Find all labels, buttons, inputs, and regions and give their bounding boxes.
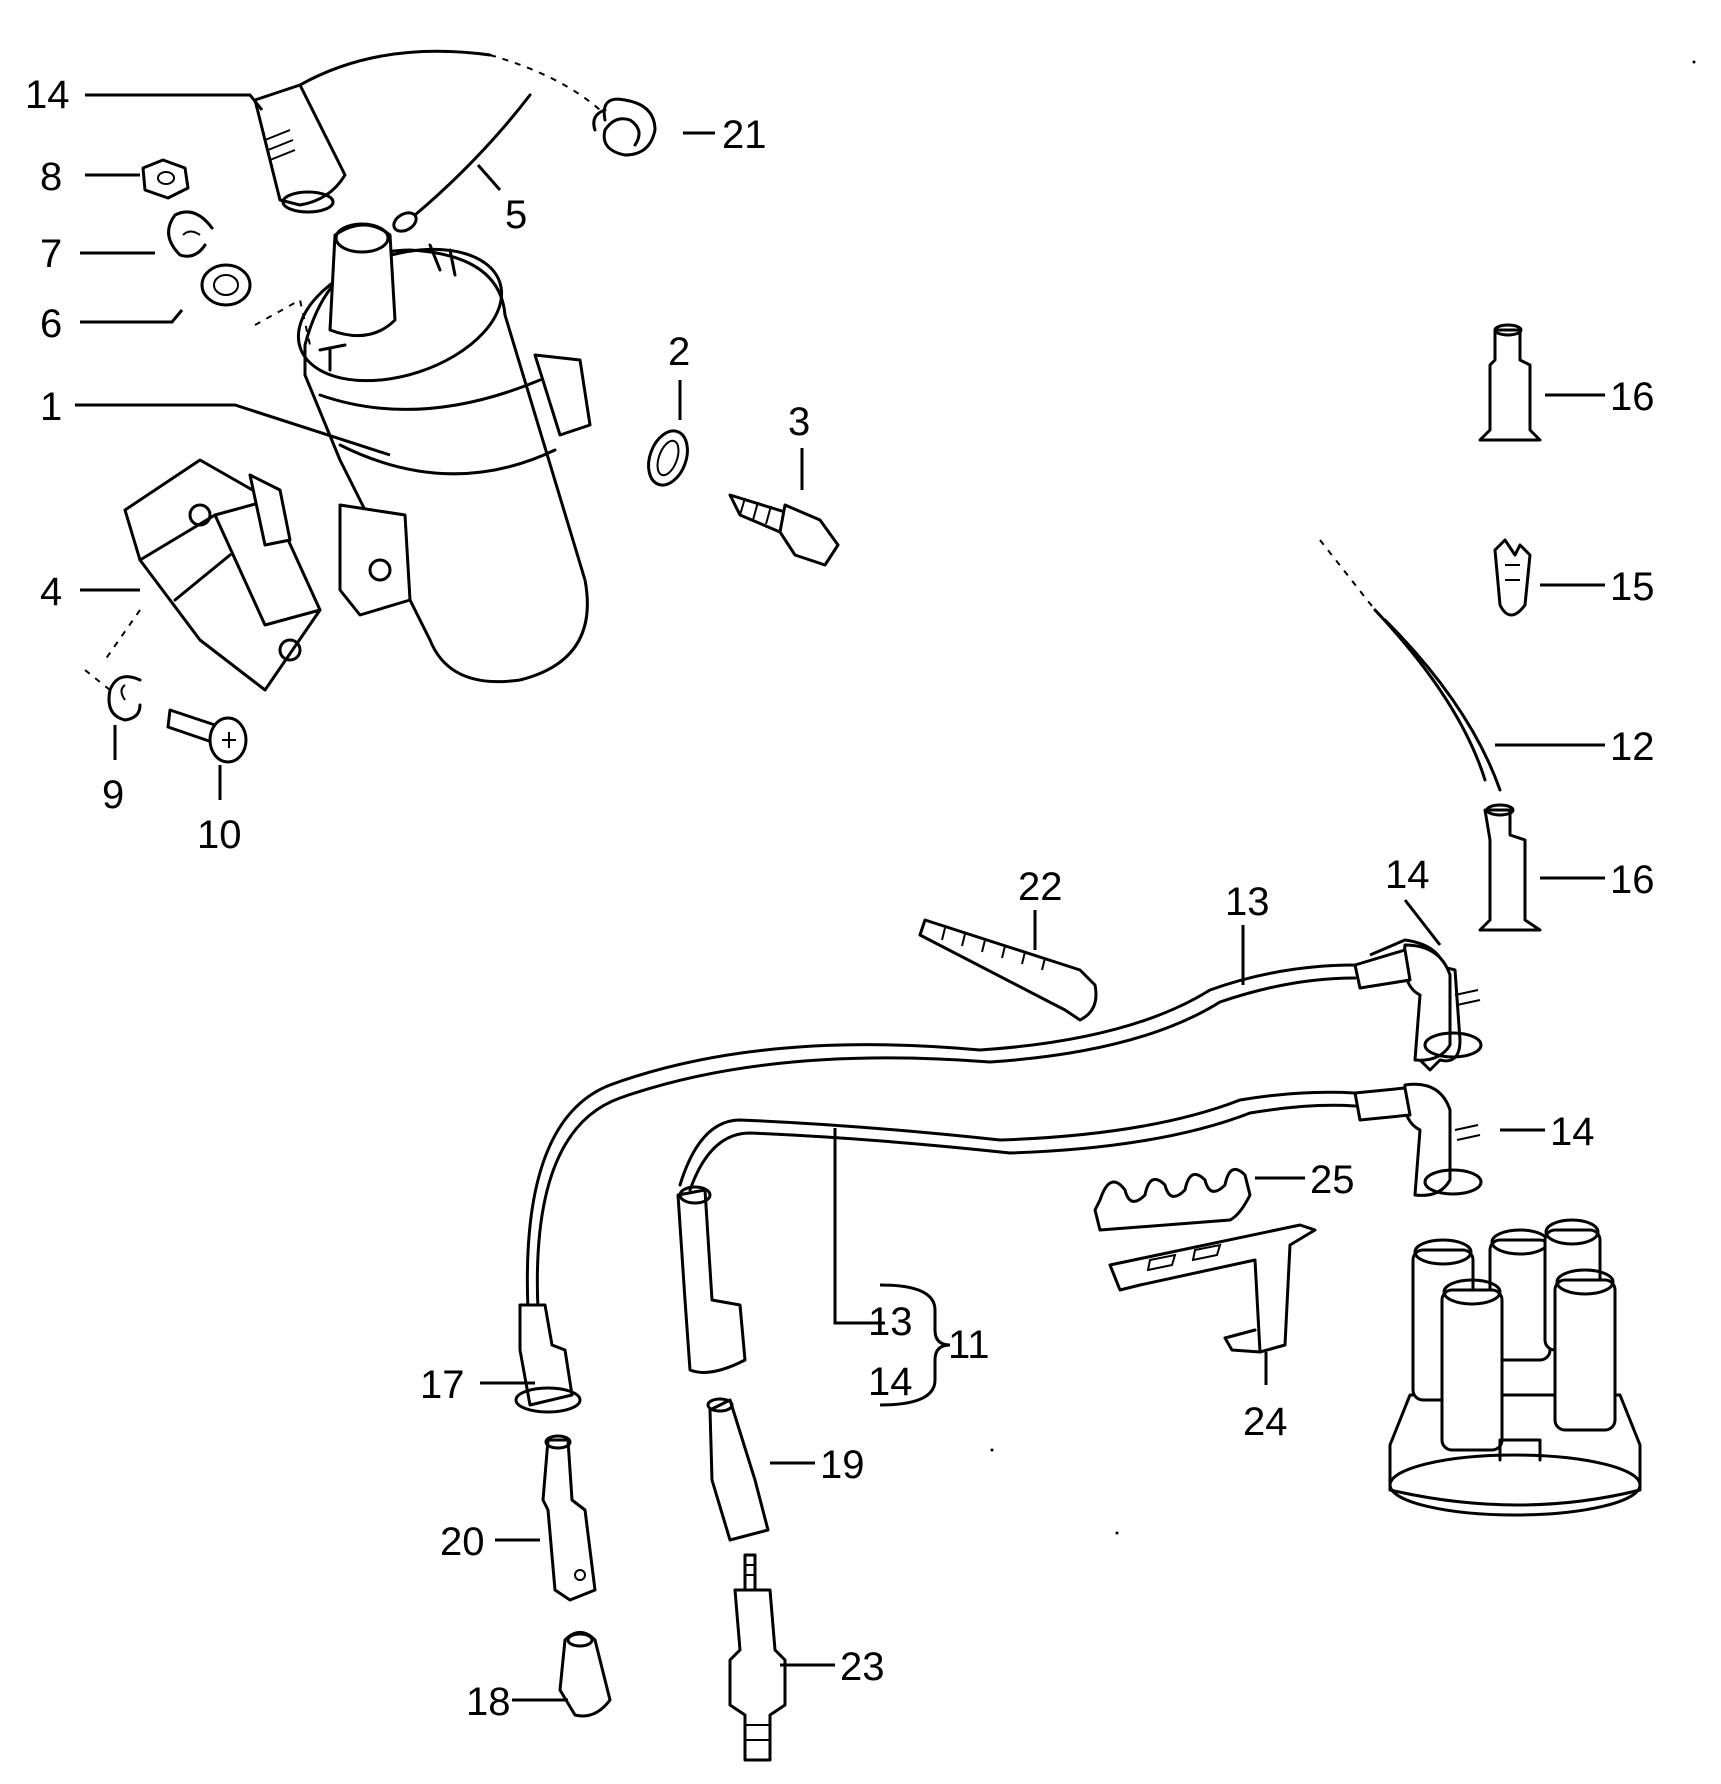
callout-16: 16 xyxy=(1610,375,1655,419)
lock-washer xyxy=(167,210,214,258)
ignition-coil xyxy=(296,222,592,684)
callout-15: 15 xyxy=(1610,565,1655,609)
callout-14-group: 14 xyxy=(868,1360,913,1404)
callout-24: 24 xyxy=(1243,1400,1288,1444)
connector-sleeve-top xyxy=(1478,323,1542,442)
callout-11: 11 xyxy=(948,1323,990,1367)
callout-4: 4 xyxy=(40,570,62,614)
suppressor-20 xyxy=(541,1434,597,1602)
callout-25: 25 xyxy=(1310,1158,1355,1202)
callout-17: 17 xyxy=(420,1363,465,1407)
control-unit xyxy=(123,458,322,692)
flat-washer xyxy=(200,263,252,307)
callout-20: 20 xyxy=(440,1520,485,1564)
connector-sleeve-bottom xyxy=(1478,803,1542,932)
mounting-screw xyxy=(166,708,248,764)
callout-8: 8 xyxy=(40,155,62,199)
callout-14-lower: 14 xyxy=(1550,1110,1595,1154)
callout-10: 10 xyxy=(197,813,242,857)
callout-16-lower: 16 xyxy=(1610,858,1655,902)
callout-12: 12 xyxy=(1610,725,1655,769)
callout-21: 21 xyxy=(722,113,767,157)
ground-lead xyxy=(392,93,532,233)
distributor-cap xyxy=(1388,1218,1642,1517)
speck-marks xyxy=(990,60,1696,1535)
callout-9: 9 xyxy=(102,773,124,817)
cable-tie xyxy=(918,918,1098,1022)
callout-labels: 14 8 7 6 1 4 9 10 5 21 2 3 16 15 12 16 2… xyxy=(25,73,1655,1724)
connector-boot xyxy=(706,1397,770,1542)
plug-connector-lower xyxy=(1353,1082,1483,1197)
callout-3: 3 xyxy=(788,400,810,444)
coil-wire-top xyxy=(253,49,601,214)
screw-part xyxy=(728,493,840,567)
callout-18: 18 xyxy=(466,1680,511,1724)
plug-end-17 xyxy=(514,1303,582,1414)
callout-22: 22 xyxy=(1018,865,1063,909)
hex-nut xyxy=(141,158,190,200)
callout-5: 5 xyxy=(505,193,527,237)
spring-washer xyxy=(107,675,142,722)
ignition-lead xyxy=(1319,539,1502,792)
washer-part xyxy=(647,429,689,487)
terminal-cap-18 xyxy=(558,1631,612,1718)
callout-2: 2 xyxy=(668,330,690,374)
callout-7: 7 xyxy=(40,232,62,276)
cable-retainer xyxy=(1093,1167,1252,1232)
callout-1: 1 xyxy=(40,385,62,429)
wire-clip xyxy=(1493,538,1532,617)
spring-clip xyxy=(592,97,657,157)
callout-19: 19 xyxy=(820,1443,865,1487)
plug-connector-upper xyxy=(1353,938,1483,1072)
spark-plug-23 xyxy=(728,1553,787,1762)
callout-14: 14 xyxy=(25,73,70,117)
plug-boot-19 xyxy=(676,1185,747,1374)
ht-leads xyxy=(525,963,1357,1312)
mounting-bracket xyxy=(1108,1223,1317,1354)
leader-lines xyxy=(75,93,1605,1702)
callout-6: 6 xyxy=(40,302,62,346)
callout-14-upper: 14 xyxy=(1385,853,1430,897)
callout-23: 23 xyxy=(840,1645,885,1689)
callout-13-group: 13 xyxy=(868,1300,913,1344)
callout-13: 13 xyxy=(1225,880,1270,924)
